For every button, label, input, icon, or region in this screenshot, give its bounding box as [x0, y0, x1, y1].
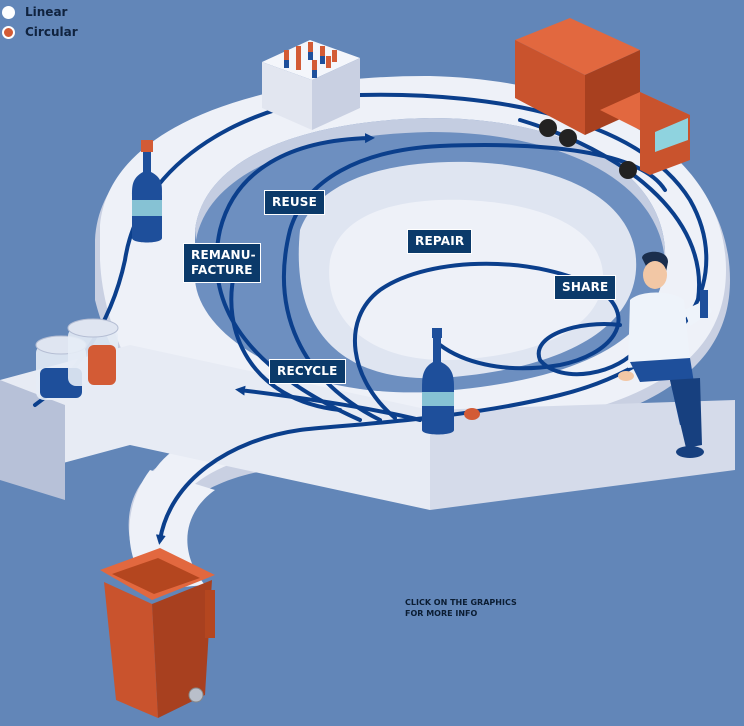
- front-slab: [0, 345, 430, 510]
- waste-bin-icon[interactable]: [100, 548, 215, 718]
- delivery-truck-icon[interactable]: [515, 18, 690, 179]
- inner-platform-top: [329, 199, 604, 361]
- legend-item-linear: Linear: [2, 2, 78, 22]
- legend-item-circular: Circular: [2, 22, 78, 42]
- repair-label[interactable]: REPAIR: [407, 229, 473, 254]
- remanufacture-flow: [228, 265, 342, 412]
- front-slab-side: [0, 380, 65, 500]
- note-line1: CLICK ON THE GRAPHICS: [405, 598, 517, 607]
- bottle-crate-icon[interactable]: [262, 40, 360, 130]
- reuse-inner-flow: [282, 143, 667, 422]
- legend: Linear Circular: [2, 2, 78, 42]
- jars-icon[interactable]: [35, 318, 119, 400]
- recycle-flow: [235, 385, 422, 422]
- white-dot-icon: [2, 5, 15, 19]
- person-sitting-icon[interactable]: [618, 251, 712, 458]
- reuse-label[interactable]: REUSE: [264, 190, 326, 215]
- remanufacture-label[interactable]: REMANU- FACTURE: [183, 243, 261, 283]
- linear-flow-right: [518, 118, 702, 302]
- remanufacture-line1: REMANU-: [191, 248, 256, 262]
- orange-dot-icon: [2, 25, 15, 39]
- glass-bottle-icon[interactable]: [422, 328, 480, 435]
- legend-label: Linear: [25, 5, 68, 19]
- legend-label: Circular: [25, 25, 78, 39]
- note-line2: FOR MORE INFO: [405, 609, 478, 618]
- remanufacture-line2: FACTURE: [191, 263, 253, 277]
- recycle-label[interactable]: RECYCLE: [269, 359, 346, 384]
- share-label[interactable]: SHARE: [554, 275, 617, 300]
- more-info-note: CLICK ON THE GRAPHICS FOR MORE INFO: [405, 597, 517, 619]
- glass-bottle-icon[interactable]: [132, 140, 163, 243]
- right-slab: [430, 400, 735, 510]
- share-flow: [536, 322, 642, 377]
